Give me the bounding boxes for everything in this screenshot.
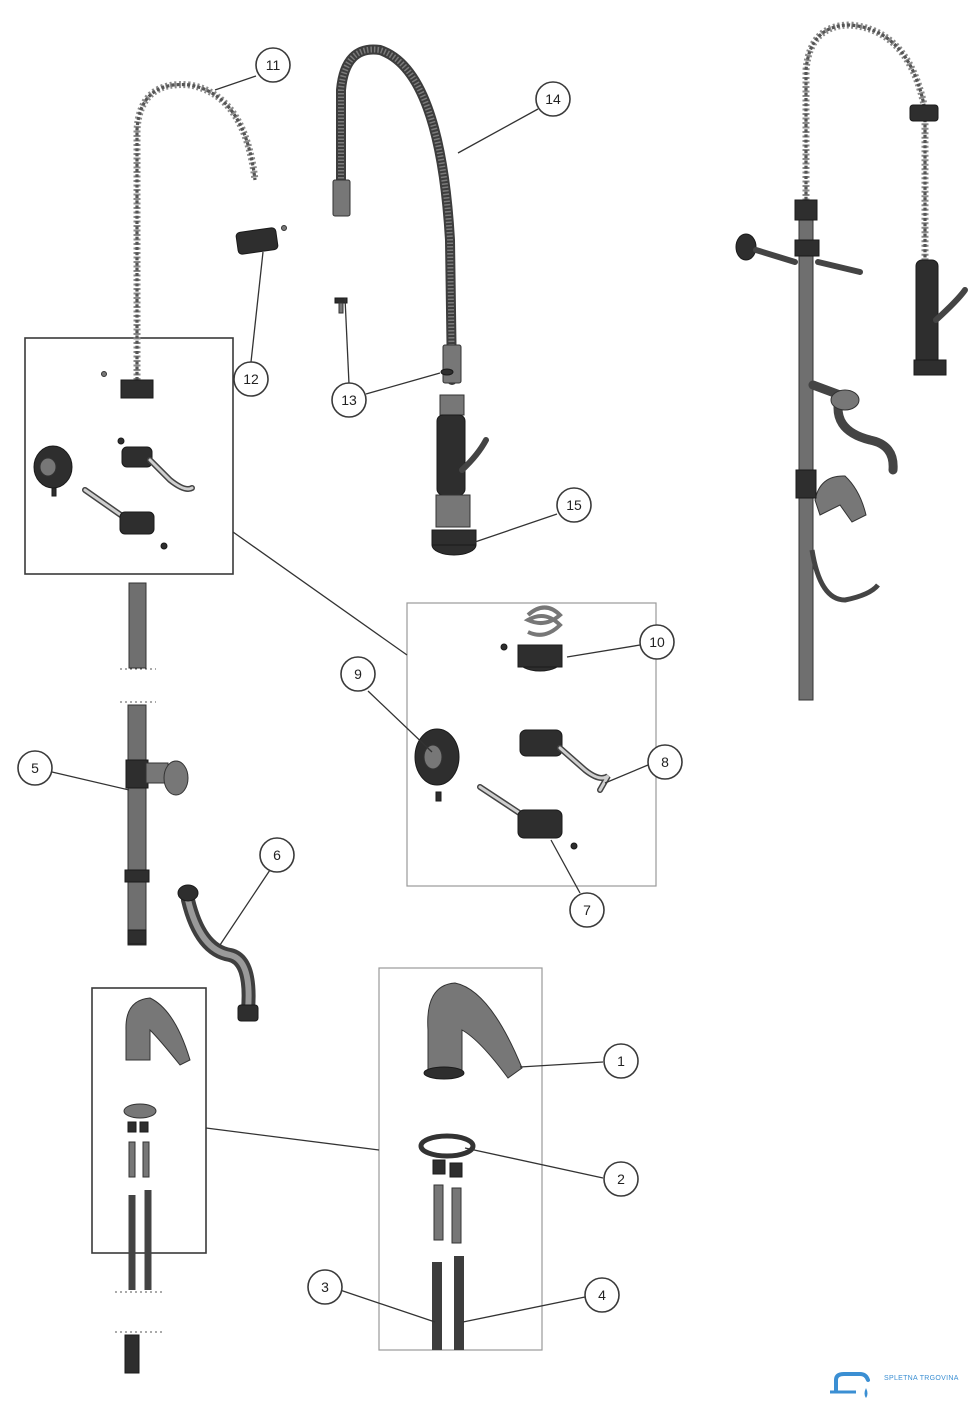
callout-15-label: 15: [566, 497, 582, 513]
detail-top-left-parts: [33, 371, 195, 550]
watermark-faucet-logo: [830, 1372, 870, 1398]
frame-connector-top: [232, 531, 408, 656]
callout-9-label: 9: [354, 666, 362, 682]
assembled-faucet: [735, 21, 968, 701]
frame-connector-bottom: [205, 1127, 380, 1151]
watermark-text: SPLETNA TRGOVINA: [884, 1375, 959, 1382]
detail-bottom-right-parts: [418, 982, 523, 1350]
callout-11: 11: [255, 47, 291, 83]
callout-1-label: 1: [617, 1053, 625, 1069]
screw-part: [334, 297, 454, 376]
detail-middle-right-parts: [414, 605, 611, 850]
callout-2-label: 2: [617, 1171, 625, 1187]
tee-pipe-part: [120, 701, 189, 946]
callout-5-label: 5: [31, 760, 39, 776]
callout-13-label: 13: [341, 392, 357, 408]
callout-7-label: 7: [583, 902, 591, 918]
callout-4-label: 4: [598, 1287, 606, 1303]
detail-bottom-left-parts: [115, 997, 191, 1374]
callout-15: 15: [556, 487, 592, 523]
callout-8-label: 8: [661, 754, 669, 770]
spring-coil-part: [133, 81, 259, 380]
callout-13: 13: [331, 382, 367, 418]
callout-4: 4: [584, 1277, 620, 1313]
spray-head-part: [431, 394, 489, 556]
callout-5: 5: [17, 750, 53, 786]
callout-10-label: 10: [649, 634, 665, 650]
detail-frame-top-left: [24, 337, 234, 575]
callout-6-label: 6: [273, 847, 281, 863]
upper-riser-pipe: [120, 582, 156, 670]
callout-3-label: 3: [321, 1279, 329, 1295]
callout-1: 1: [603, 1043, 639, 1079]
callout-7: 7: [569, 892, 605, 928]
callout-3: 3: [307, 1269, 343, 1305]
callout-10: 10: [639, 624, 675, 660]
callout-12: 12: [233, 361, 269, 397]
callout-8: 8: [647, 744, 683, 780]
callout-2: 2: [603, 1161, 639, 1197]
curved-spout-part: [177, 884, 259, 1022]
callout-14-label: 14: [545, 91, 561, 107]
detail-frame-middle-right: [406, 602, 657, 887]
callout-11-label: 11: [266, 57, 281, 73]
callout-12-label: 12: [243, 371, 259, 387]
callout-9: 9: [340, 656, 376, 692]
leader-lines: [51, 75, 649, 1323]
flexible-hose-part: [332, 44, 462, 385]
callout-14: 14: [535, 81, 571, 117]
counterweight-part: [235, 225, 287, 255]
callout-6: 6: [259, 837, 295, 873]
